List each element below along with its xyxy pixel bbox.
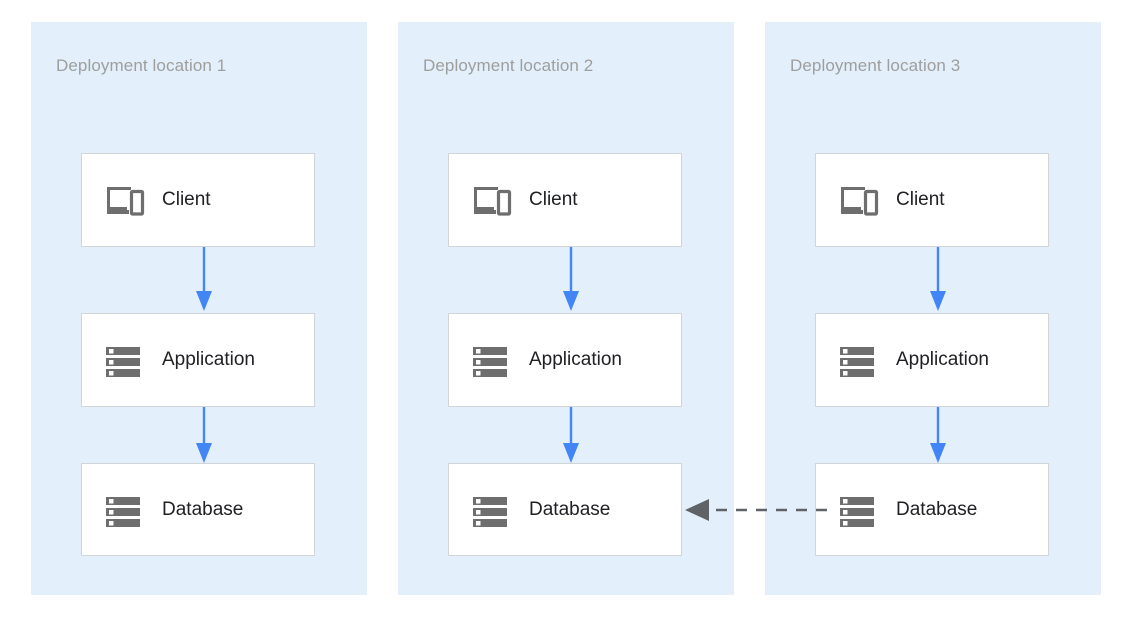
devices-icon — [107, 187, 145, 216]
p1-client-node[interactable]: Client — [81, 153, 315, 247]
p2-client-node[interactable]: Client — [448, 153, 682, 247]
p2-database-node[interactable]: Database — [448, 463, 682, 556]
p3-database-label: Database — [896, 498, 978, 520]
p1-client-label: Client — [162, 189, 211, 210]
devices-icon — [841, 187, 879, 216]
database-replication-arrow — [685, 499, 827, 521]
server-icon — [840, 347, 874, 377]
deployment-location-1-panel: Deployment location 1 Client — [31, 22, 367, 595]
p2-client-label: Client — [529, 189, 578, 210]
p1-client-to-application-arrow — [196, 247, 212, 311]
p2-application-to-database-arrow — [563, 407, 579, 463]
deployment-location-3-panel: Deployment location 3 Client Applicat — [765, 22, 1101, 595]
server-icon — [106, 347, 140, 377]
p3-database-node[interactable]: Database — [815, 463, 1049, 556]
server-icon — [473, 496, 507, 527]
p3-application-to-database-arrow — [930, 407, 946, 463]
p2-database-label: Database — [529, 498, 611, 520]
server-icon — [106, 496, 140, 527]
p1-application-node[interactable]: Application — [81, 313, 315, 407]
deployment-location-1-title: Deployment location 1 — [56, 56, 227, 75]
p1-application-label: Application — [162, 349, 255, 370]
p1-database-node[interactable]: Database — [81, 463, 315, 556]
devices-icon — [474, 187, 512, 216]
server-icon — [473, 347, 507, 377]
server-icon — [840, 496, 874, 527]
deployment-location-2-title: Deployment location 2 — [423, 56, 594, 75]
p3-application-label: Application — [896, 349, 989, 370]
p2-client-to-application-arrow — [563, 247, 579, 311]
p1-application-to-database-arrow — [196, 407, 212, 463]
p3-client-to-application-arrow — [930, 247, 946, 311]
deployment-location-3-title: Deployment location 3 — [790, 56, 961, 75]
p3-client-node[interactable]: Client — [815, 153, 1049, 247]
p2-application-label: Application — [529, 349, 622, 370]
p2-application-node[interactable]: Application — [448, 313, 682, 407]
p1-database-label: Database — [162, 498, 244, 520]
p3-client-label: Client — [896, 189, 945, 210]
p3-application-node[interactable]: Application — [815, 313, 1049, 407]
deployment-location-2-panel: Deployment location 2 Client Applicat — [398, 22, 734, 595]
